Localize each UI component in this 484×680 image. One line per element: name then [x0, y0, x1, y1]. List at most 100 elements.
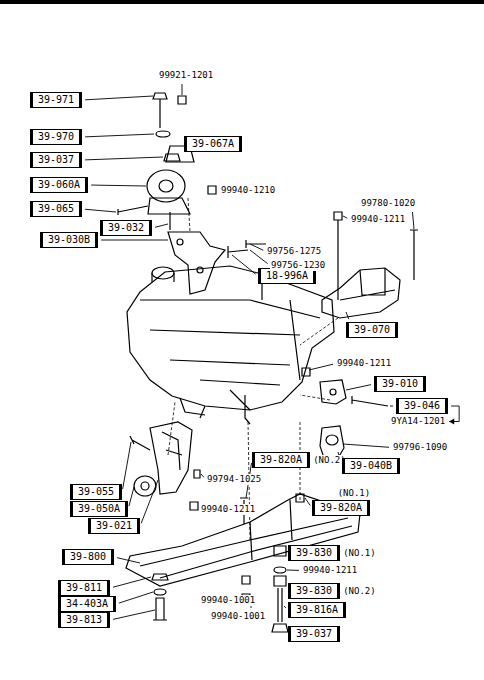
leader-line	[155, 224, 168, 227]
part-box: 39-811	[58, 580, 110, 596]
part-number: 39-800	[62, 549, 114, 565]
leader-line	[343, 444, 389, 447]
leader-line	[123, 442, 131, 489]
part-number: 9YA14-1201	[390, 416, 446, 427]
leader-line	[309, 364, 333, 370]
part-number: 99940-1211	[200, 504, 256, 515]
part-box: 39-065	[30, 201, 82, 217]
part-box: 39-971	[30, 92, 82, 108]
part-number: 39-067A	[184, 136, 242, 152]
part-box: 39-010	[374, 376, 426, 392]
part-number: 39-830	[288, 583, 340, 599]
leader-line	[119, 592, 153, 603]
part-number: 99756-1275	[266, 246, 322, 257]
position-note: (NO.2)	[343, 586, 376, 597]
rear-mount	[130, 422, 200, 510]
position-note: (NO.1)	[338, 488, 371, 499]
part-box: 39-070	[346, 322, 398, 338]
part-box: 39-040B	[342, 458, 400, 474]
leader-line	[346, 385, 371, 390]
part-box: 39-970	[30, 129, 82, 145]
leader-line	[232, 255, 256, 274]
mount-dashed-guides	[168, 198, 338, 540]
leader-line	[85, 96, 153, 100]
leader-line	[91, 185, 146, 187]
leader-line	[85, 209, 116, 212]
position-note: (NO.2)	[313, 455, 346, 466]
part-number: 39-046	[396, 398, 448, 414]
part-box: 39-813	[58, 612, 110, 628]
leader-line	[113, 610, 155, 619]
leader-line	[343, 216, 347, 218]
part-box: 39-046	[396, 398, 448, 414]
part-number: 99780-1020	[360, 198, 416, 209]
leader-line	[101, 240, 168, 241]
leader-line	[117, 558, 140, 563]
part-box: 39-032	[100, 220, 152, 236]
leader-line	[182, 84, 183, 95]
leader-line	[305, 498, 310, 506]
part-box: 39-830(NO.2)	[288, 583, 376, 599]
part-number: 39-055	[70, 484, 122, 500]
part-number: 39-820A	[252, 452, 310, 468]
upper-mount-bracket	[168, 232, 266, 294]
leader-line	[129, 487, 134, 506]
part-box: 39-037	[30, 152, 82, 168]
leader-line	[113, 577, 151, 587]
part-number: 39-032	[100, 220, 152, 236]
part-box: 39-055	[70, 484, 122, 500]
part-number: 39-811	[58, 580, 110, 596]
leader-line	[346, 312, 349, 319]
part-number: 39-050A	[70, 501, 128, 517]
right-mount	[322, 212, 418, 318]
part-number: 39-010	[374, 376, 426, 392]
bracket-line	[459, 406, 460, 422]
leader-line	[412, 212, 414, 229]
part-box: 39-050A	[70, 501, 128, 517]
part-number: 99794-1025	[206, 474, 262, 485]
part-number: 99796-1090	[392, 442, 448, 453]
part-number: 99940-1001	[210, 611, 266, 622]
part-number: 39-971	[30, 92, 82, 108]
part-number: 99940-1211	[336, 358, 392, 369]
crossmember-fasteners	[152, 546, 288, 632]
part-number: 99940-1210	[220, 185, 276, 196]
part-box: 39-820A(NO.1)	[312, 488, 370, 516]
leader-line	[141, 480, 158, 523]
part-number: 99921-1201	[158, 70, 214, 81]
leader-line	[250, 244, 263, 250]
part-number: 39-820A	[312, 500, 370, 516]
leader-line	[250, 250, 268, 264]
part-number: 39-970	[30, 129, 82, 145]
bracket-arrowhead	[449, 419, 454, 425]
part-number: 39-065	[30, 201, 82, 217]
engine-block	[127, 266, 334, 424]
part-number: 39-021	[88, 518, 140, 534]
part-number: 34-403A	[58, 596, 116, 612]
part-box: 39-067A	[184, 136, 242, 152]
part-box: 39-800	[62, 549, 114, 565]
part-number: 99940-1211	[302, 565, 358, 576]
part-number: 99756-1230	[270, 260, 326, 271]
part-number: 39-816A	[288, 602, 346, 618]
leader-line	[85, 157, 163, 160]
part-box: 39-830(NO.1)	[288, 545, 376, 561]
part-box: 34-403A	[58, 596, 116, 612]
leader-line	[201, 474, 204, 477]
leader-line	[287, 570, 299, 571]
bracket-line	[451, 406, 459, 407]
part-box: 39-060A	[30, 177, 88, 193]
position-note: (NO.1)	[343, 548, 376, 559]
part-number: 99940-1211	[350, 214, 406, 225]
part-number: 39-040B	[342, 458, 400, 474]
part-number: 99940-1001	[200, 595, 256, 606]
leader-line	[284, 606, 286, 608]
part-box: 39-820A(NO.2)	[252, 452, 346, 468]
part-box: 39-021	[88, 518, 140, 534]
part-box: 39-037	[288, 626, 340, 642]
part-box: 39-030B	[40, 232, 98, 248]
part-box: 39-816A	[288, 602, 346, 618]
leader-line	[85, 134, 154, 137]
upper-mount	[118, 93, 216, 230]
part-number: 39-070	[346, 322, 398, 338]
